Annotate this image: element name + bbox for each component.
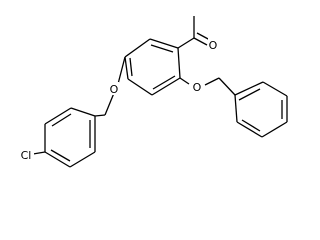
ch2-to-phenyl-bond: [218, 77, 236, 96]
ring-to-aryl-ether-oxygen-bond: [117, 56, 126, 85]
ring-bond-1: [149, 38, 179, 49]
acetyl-group: [177, 16, 211, 49]
chlorobenzyloxy-group: [32, 56, 126, 168]
ring-bond-1-inner: [150, 44, 174, 53]
phenyl-bond-4: [261, 121, 288, 138]
phenyl-bond-5-inner: [241, 119, 261, 132]
aryl-ether-oxygen-label: O: [110, 83, 119, 96]
ring-bond-4: [127, 78, 153, 96]
phenyl-bond-2: [262, 81, 288, 97]
carbonyl-double-bond-a: [193, 37, 208, 46]
aryl-ether-oxygen-to-ch2-bond: [104, 92, 115, 116]
benzyl-ether-oxygen-to-ch2-bond: [204, 77, 220, 86]
molecule-canvas: O O O Cl: [18, 16, 288, 168]
ring-bond-3: [124, 56, 129, 80]
benzyloxy-group: [179, 77, 288, 138]
ring-bond-2: [124, 38, 151, 58]
acetyl-to-ring-bond: [177, 37, 195, 49]
chlorophenyl-bond-2: [44, 107, 72, 125]
phenyl-bond-1: [234, 81, 264, 96]
ring-bond-6: [177, 47, 181, 79]
carbonyl-oxygen-label: O: [209, 39, 218, 52]
chlorophenyl-bond-1: [70, 107, 96, 117]
benzyl-ether-oxygen-label: O: [193, 81, 202, 94]
chlorine-label: Cl: [21, 149, 32, 162]
chlorophenyl-bond-4: [44, 151, 71, 168]
phenyl-bond-5: [236, 121, 263, 138]
chlorophenyl-bond-5: [69, 151, 96, 168]
ring-to-benzyl-ether-oxygen-bond: [179, 77, 190, 85]
chlorophenyl-bond-4-inner: [50, 149, 71, 162]
ring-bond-5: [151, 77, 181, 96]
ring-bond-3-inner: [129, 57, 133, 77]
phenyl-bond-6: [234, 94, 238, 123]
chlorophenyl-bond-2-inner: [51, 113, 72, 127]
carbonyl-double-bond-b: [196, 32, 211, 41]
chlorine-bond: [32, 151, 46, 155]
molecule-drawing: O O O Cl: [18, 16, 288, 168]
ring-bond-5-inner: [152, 75, 176, 90]
ch2-to-chlorophenyl-bond: [94, 114, 106, 117]
atom-labels: O O O Cl: [18, 38, 218, 162]
phenyl-bond-1-inner: [238, 88, 261, 101]
central-benzene-ring: [124, 38, 181, 96]
